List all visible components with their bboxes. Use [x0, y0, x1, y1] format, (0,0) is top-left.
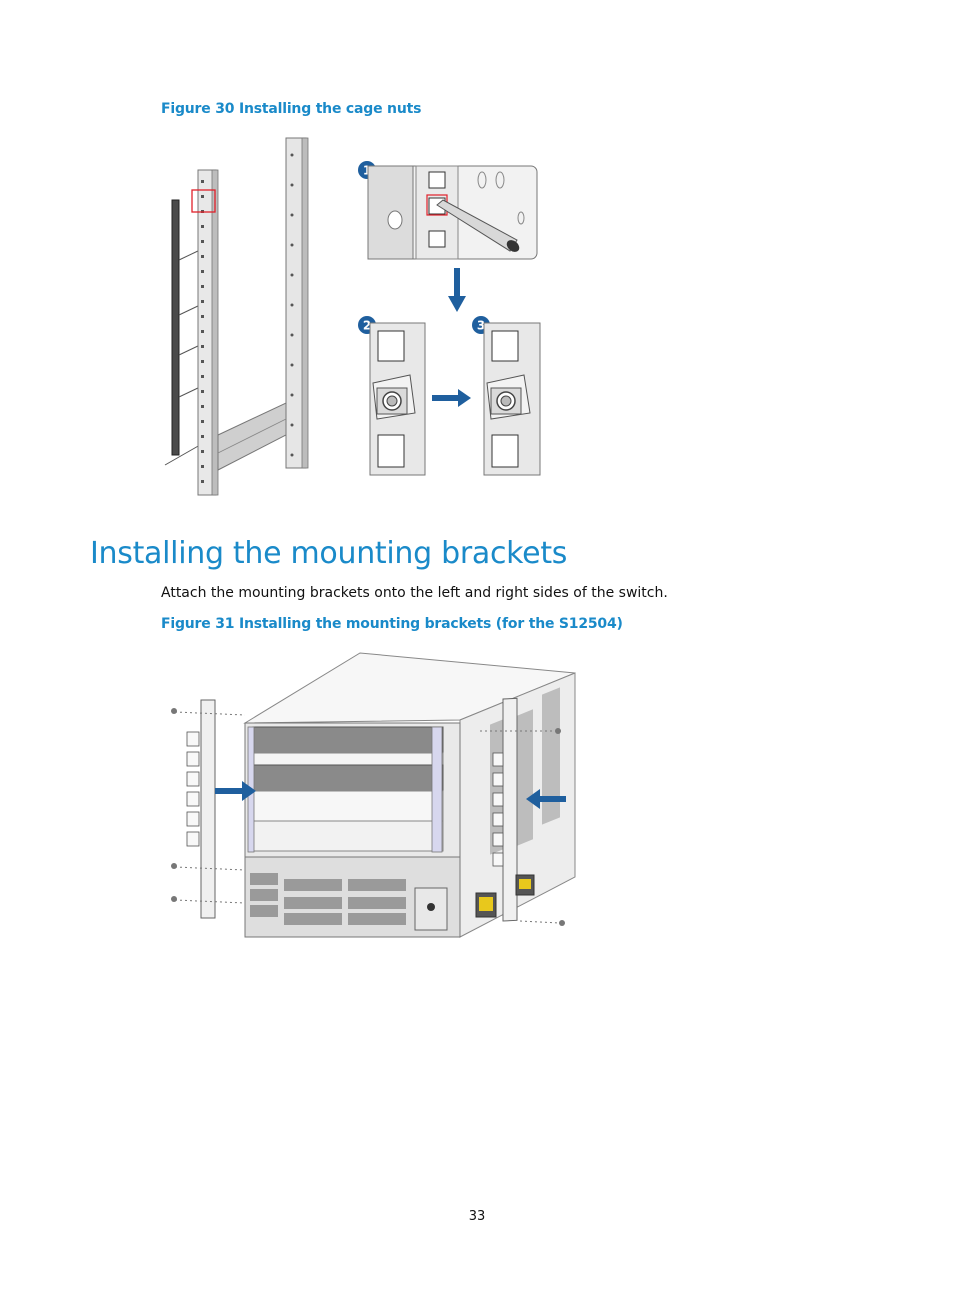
figure-30-caption: Figure 30 Installing the cage nuts: [161, 101, 422, 117]
figure-30-right-arrow: [432, 389, 471, 407]
figure-30-step-2-illustration: 2: [358, 316, 426, 476]
page-number: 33: [468, 1209, 486, 1224]
section-body-text: Attach the mounting brackets onto the le…: [161, 585, 668, 601]
figure-30-down-arrow: [448, 268, 466, 312]
figure-30-rack-illustration: [164, 137, 309, 496]
figure-30-step-1-illustration: 1: [358, 161, 538, 260]
figure-30-step-3-illustration: 3: [472, 316, 541, 476]
step-2-label: 2: [363, 319, 371, 333]
step-1-label: 1: [363, 164, 371, 178]
figure-31-switch-illustration: [171, 652, 576, 938]
figure-31-caption: Figure 31 Installing the mounting bracke…: [161, 616, 623, 632]
step-3-label: 3: [477, 319, 485, 333]
section-heading: Installing the mounting brackets: [90, 536, 568, 571]
